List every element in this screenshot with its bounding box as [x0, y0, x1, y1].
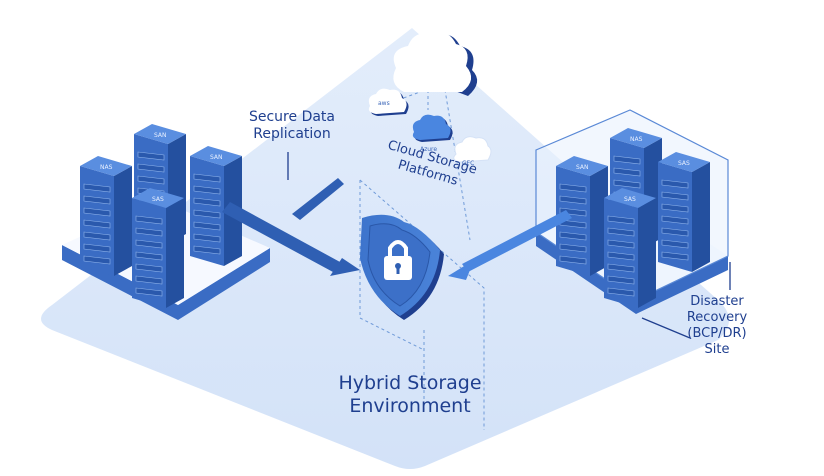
- rack-drive-bay: [607, 287, 635, 297]
- environment-title-line-1: Hybrid Storage: [338, 372, 482, 394]
- dr-server-rack: SAN: [556, 156, 608, 276]
- rack-drive-bay: [559, 183, 587, 193]
- rack-drive-bay: [137, 163, 165, 173]
- rack-drive-bay: [661, 251, 689, 261]
- replication-label-line-2: Replication: [253, 126, 331, 143]
- rack-drive-bay: [135, 227, 163, 237]
- disaster-recovery-label: Disaster Recovery (BCP/DR) Site: [672, 294, 762, 357]
- rack-drive-bay: [135, 239, 163, 249]
- rack-drive-bay: [607, 239, 635, 249]
- aws-label: aws: [378, 100, 390, 107]
- rack-drive-bay: [83, 231, 111, 241]
- dr-server-rack: SAS: [604, 188, 656, 308]
- rack-drive-bay: [193, 209, 221, 219]
- dr-label-line-4: Site: [704, 341, 730, 357]
- dr-replication-arrow: [448, 210, 572, 280]
- rack-drive-bay: [135, 263, 163, 273]
- replication-label-line-1: Secure Data: [248, 109, 335, 125]
- rack-label: SAS: [678, 160, 690, 167]
- rack-drive-bay: [559, 243, 587, 253]
- rack-drive-bay: [83, 219, 111, 229]
- rack-drive-bay: [661, 203, 689, 213]
- rack-drive-bay: [193, 197, 221, 207]
- rack-label: SAS: [152, 196, 164, 203]
- rack-label: SAN: [576, 164, 589, 171]
- rack-drive-bay: [607, 227, 635, 237]
- rack-label: NAS: [100, 164, 113, 171]
- replication-arrow: [222, 178, 360, 276]
- rack-drive-bay: [193, 185, 221, 195]
- rack-drive-bay: [661, 227, 689, 237]
- rack-drive-bay: [559, 195, 587, 205]
- primary-server-rack: SAS: [132, 188, 184, 308]
- rack-label: SAN: [154, 132, 167, 139]
- rack-drive-bay: [661, 215, 689, 225]
- rack-drive-bay: [661, 179, 689, 189]
- rack-drive-bay: [607, 251, 635, 261]
- shield-lock-icon: [360, 214, 444, 320]
- dr-leader-2: [641, 317, 691, 339]
- rack-drive-bay: [193, 245, 221, 255]
- rack-drive-bay: [613, 179, 641, 189]
- rack-drive-bay: [83, 255, 111, 265]
- dr-label-line-3: (BCP/DR): [687, 325, 747, 341]
- primary-server-rack: NAS: [80, 156, 132, 276]
- rack-drive-bay: [559, 255, 587, 265]
- rack-drive-bay: [613, 167, 641, 177]
- rack-drive-bay: [135, 287, 163, 297]
- rack-drive-bay: [559, 231, 587, 241]
- replication-label: Secure Data Replication: [222, 109, 362, 143]
- rack-label: NAS: [630, 136, 643, 143]
- rack-drive-bay: [83, 207, 111, 217]
- azure-label: Azure: [420, 146, 438, 153]
- azure-cloud-icon: [412, 114, 453, 142]
- rack-drive-bay: [83, 243, 111, 253]
- rack-label: SAS: [624, 196, 636, 203]
- environment-title: Hybrid Storage Environment: [300, 372, 520, 418]
- rack-drive-bay: [83, 183, 111, 193]
- rack-drive-bay: [135, 215, 163, 225]
- rack-label: SAN: [210, 154, 223, 161]
- server-racks: NAS SAN SAN SAS SAN NAS SAS SAS: [80, 124, 710, 308]
- rack-drive-bay: [137, 175, 165, 185]
- rack-drive-bay: [661, 191, 689, 201]
- rack-drive-bay: [193, 173, 221, 183]
- rack-drive-bay: [607, 263, 635, 273]
- rack-drive-bay: [193, 221, 221, 231]
- gcp-label: GFC: [462, 160, 475, 167]
- rack-drive-bay: [661, 239, 689, 249]
- rack-drive-bay: [613, 155, 641, 165]
- rack-drive-bay: [135, 251, 163, 261]
- aws-cloud-icon: [368, 88, 409, 116]
- rack-drive-bay: [193, 233, 221, 243]
- rack-drive-bay: [559, 207, 587, 217]
- rack-drive-bay: [607, 215, 635, 225]
- rack-drive-bay: [135, 275, 163, 285]
- rack-drive-bay: [607, 275, 635, 285]
- cloud-icon: [393, 32, 478, 96]
- rack-drive-bay: [137, 151, 165, 161]
- environment-title-line-2: Environment: [349, 395, 471, 418]
- dr-label-line-2: Recovery: [686, 309, 748, 325]
- rack-drive-bay: [83, 195, 111, 205]
- dr-label-line-1: Disaster: [690, 294, 744, 309]
- gcp-cloud-icon: [453, 136, 492, 163]
- dr-server-rack: SAS: [658, 152, 710, 272]
